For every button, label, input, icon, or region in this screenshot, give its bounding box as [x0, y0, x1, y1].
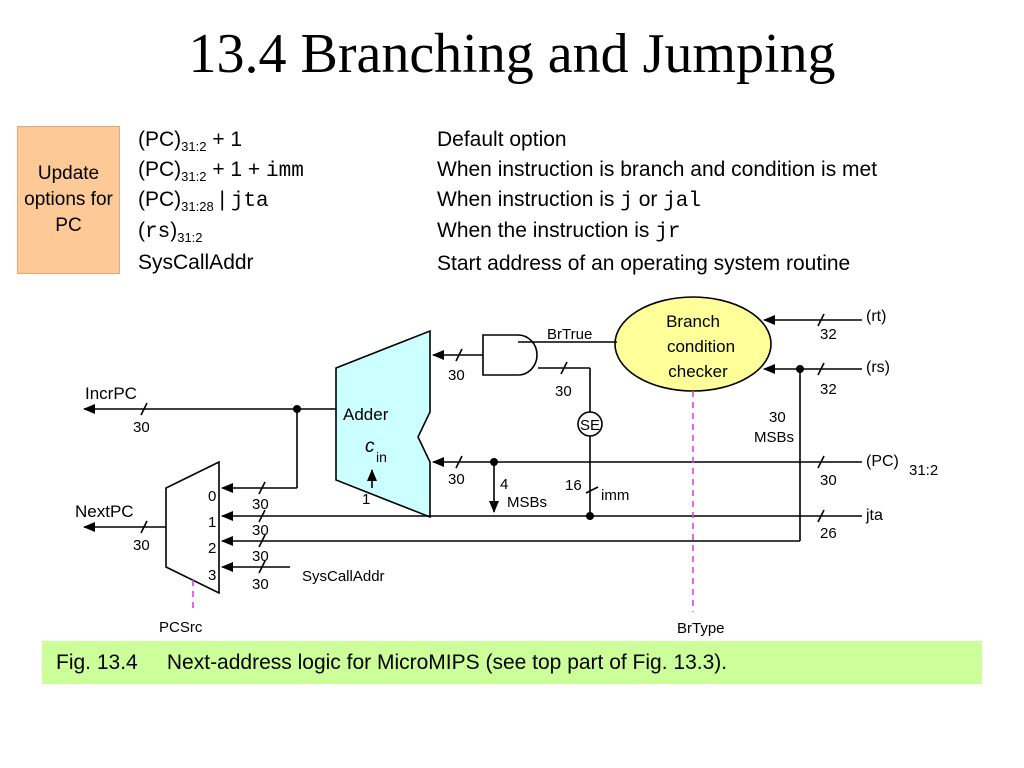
msbs4-text: MSBs	[507, 494, 547, 511]
pc-mux	[165, 460, 220, 595]
width-nextpc: 30	[133, 537, 150, 554]
imm-label: imm	[601, 487, 629, 504]
checker-line-1: Branch	[666, 312, 720, 331]
msbs30-num: 30	[769, 409, 786, 426]
cin-sub-label: in	[376, 449, 387, 465]
width-and-in: 30	[555, 383, 572, 400]
pc-input-label: (PC)	[866, 453, 899, 470]
width-jta: 26	[820, 525, 837, 542]
msbs4-num: 4	[500, 476, 508, 493]
width-mux1: 30	[252, 522, 269, 539]
option-desc-5: Start address of an operating system rou…	[437, 252, 851, 275]
pcsrc-label: PCSrc	[159, 619, 203, 636]
width-rt: 32	[820, 326, 837, 343]
update-options-label: Update options for PC	[24, 163, 113, 236]
checker-line-3: checker	[668, 362, 728, 381]
cin-label: c	[365, 436, 375, 457]
option-expr-1: (PC)31:2 + 1	[138, 128, 243, 155]
rs-input-label: (rs)	[866, 359, 890, 376]
option-desc-2: When instruction is branch and condition…	[437, 158, 878, 181]
mux-input-3: 3	[208, 567, 216, 584]
mux-input-2: 2	[208, 540, 216, 557]
mux-input-0: 0	[208, 488, 216, 505]
cin-value: 1	[362, 491, 370, 508]
option-expr-4: (rs)31:2	[138, 219, 203, 246]
rt-input-label: (rt)	[866, 308, 886, 325]
option-expr-2: (PC)31:2 + 1 + imm	[138, 158, 304, 185]
brtype-label: BrType	[677, 620, 725, 637]
caption-text: Fig. 13.4 Next-address logic for MicroMI…	[56, 650, 728, 674]
option-desc-3: When instruction is j or jal	[437, 188, 702, 213]
width-rs: 32	[820, 381, 837, 398]
width-mux0: 30	[252, 496, 269, 513]
width-pc: 30	[820, 472, 837, 489]
checker-line-2: condition	[667, 337, 735, 356]
update-options-box: Update options for PC	[17, 126, 120, 274]
and-gate	[482, 334, 538, 376]
width-adder-pc: 30	[448, 471, 465, 488]
width-mux2: 30	[252, 548, 269, 565]
mux-input-1: 1	[208, 514, 216, 531]
option-expr-3: (PC)31:28 | jta	[138, 188, 269, 215]
figure-caption: Fig. 13.4 Next-address logic for MicroMI…	[42, 641, 982, 684]
adder-block	[335, 329, 431, 519]
nextpc-label: NextPC	[75, 502, 134, 521]
adder-label: Adder	[343, 405, 389, 424]
width-mux3: 30	[252, 576, 269, 593]
se-label: SE	[580, 417, 600, 434]
incrpc-label: IncrPC	[85, 384, 137, 403]
slide-title: 13.4 Branching and Jumping	[188, 23, 836, 85]
jta-input-label: jta	[865, 507, 883, 524]
pc-input-sub: 31:2	[909, 462, 938, 479]
brtrue-label: BrTrue	[547, 326, 592, 343]
syscalladdr-label: SysCallAddr	[302, 568, 385, 585]
option-desc-4: When the instruction is jr	[437, 219, 681, 244]
width-adder-top: 30	[448, 367, 465, 384]
option-desc-1: Default option	[437, 128, 567, 151]
width-incrpc: 30	[133, 419, 150, 436]
msbs30-text: MSBs	[754, 429, 794, 446]
option-expr-5: SysCallAddr	[138, 251, 254, 274]
width-se-in: 16	[565, 477, 582, 494]
